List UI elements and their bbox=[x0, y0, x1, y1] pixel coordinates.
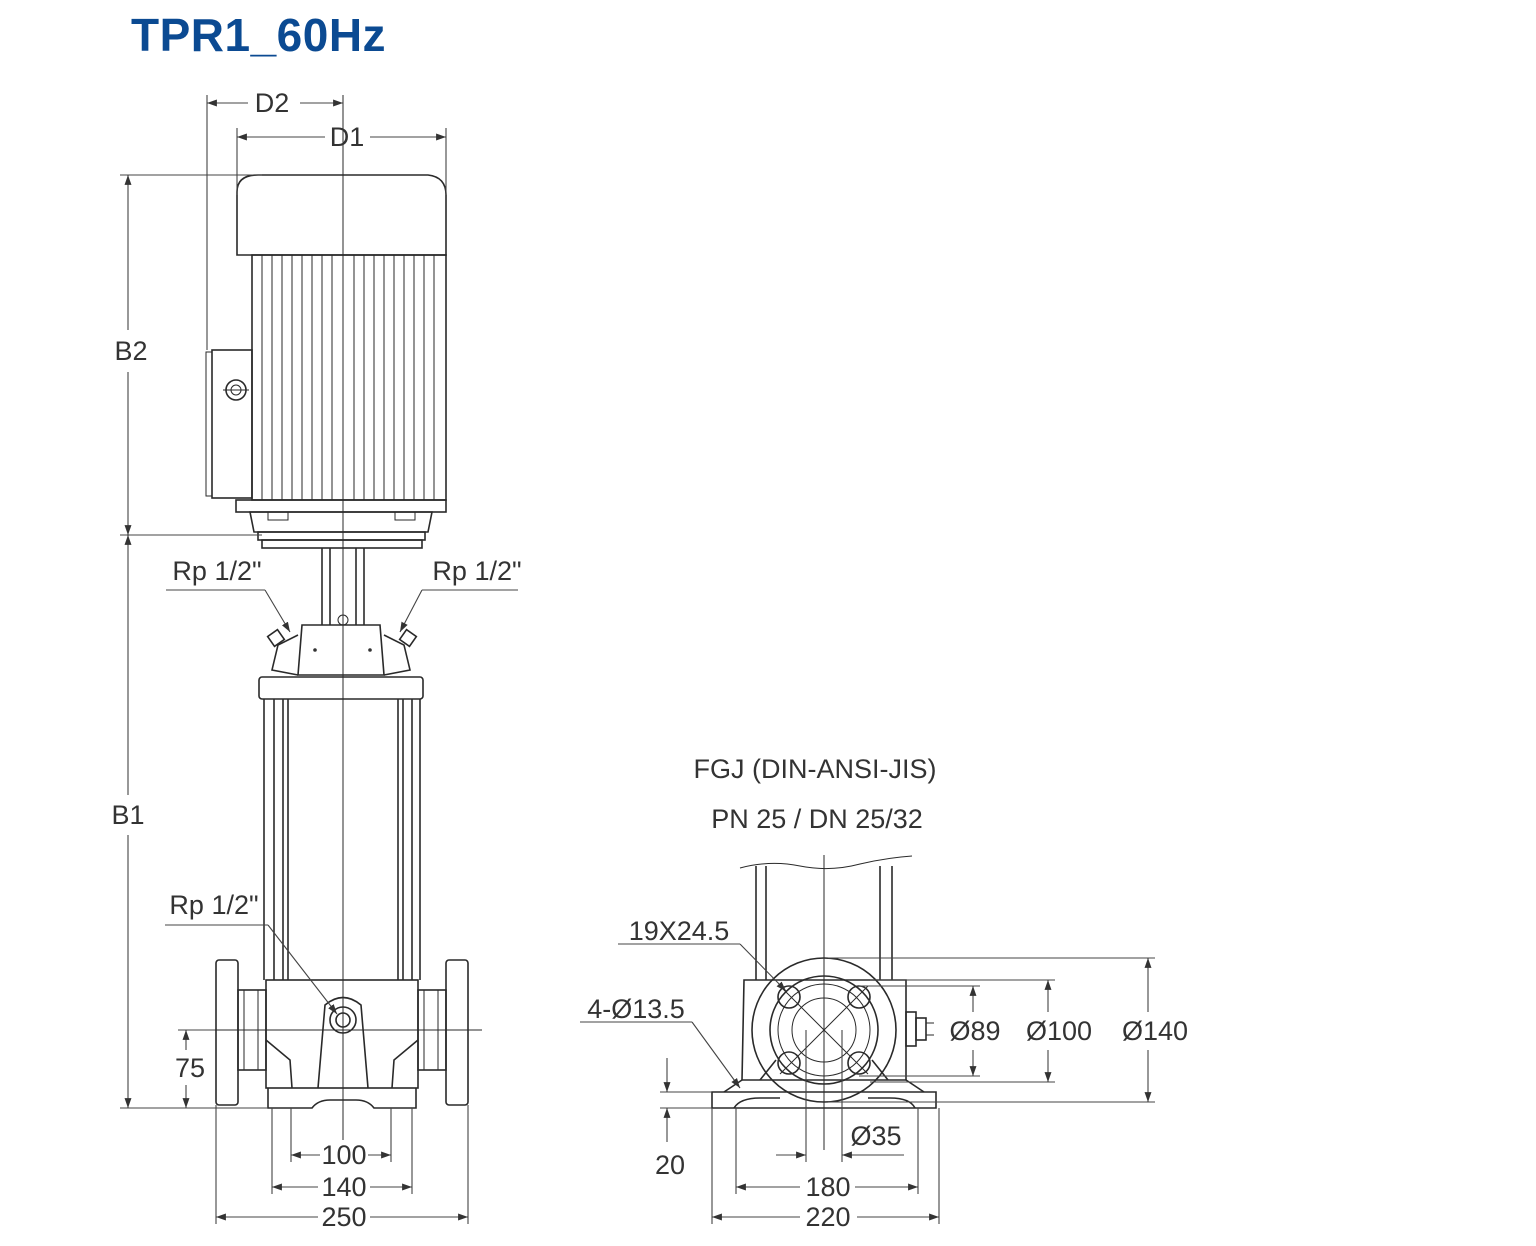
dim-d1: D1 bbox=[236, 122, 447, 195]
dim-d140: Ø140 bbox=[828, 957, 1188, 1103]
dim-140: 140 bbox=[271, 1108, 413, 1202]
dim-d89: Ø89 bbox=[859, 985, 1001, 1077]
pump-front-view: D2 D1 B2 B1 bbox=[111, 88, 521, 1232]
label-d140: Ø140 bbox=[1122, 1016, 1188, 1046]
label-100: 100 bbox=[321, 1140, 366, 1170]
label-slot: 19X24.5 bbox=[629, 916, 730, 946]
flange-rating-label: PN 25 / DN 25/32 bbox=[711, 804, 923, 834]
terminal-box bbox=[205, 349, 253, 499]
pump-sleeve bbox=[263, 699, 421, 980]
flange-circle bbox=[751, 957, 897, 1103]
label-250: 250 bbox=[321, 1202, 366, 1232]
dim-180: 180 bbox=[735, 1108, 919, 1202]
leader-holes: 4-Ø13.5 bbox=[580, 994, 741, 1089]
label-d2: D2 bbox=[255, 88, 290, 118]
break-line bbox=[739, 855, 913, 870]
dim-75: 75 bbox=[175, 1029, 215, 1108]
dim-220: 220 bbox=[711, 1108, 940, 1232]
dim-b2: B2 bbox=[114, 174, 262, 536]
dim-250: 250 bbox=[215, 1105, 469, 1232]
flange-standard-label: FGJ (DIN-ANSI-JIS) bbox=[694, 754, 937, 784]
motor-body bbox=[251, 254, 447, 501]
dim-100: 100 bbox=[290, 1108, 392, 1170]
dim-d35: Ø35 bbox=[776, 1030, 904, 1162]
pump-base bbox=[205, 959, 482, 1109]
label-rp-right: Rp 1/2" bbox=[432, 556, 521, 586]
label-d100: Ø100 bbox=[1026, 1016, 1092, 1046]
label-rp-bottom: Rp 1/2" bbox=[169, 890, 258, 920]
dim-b1: B1 bbox=[111, 535, 268, 1109]
leader-rp-left: Rp 1/2" bbox=[166, 556, 291, 633]
flange-bolt bbox=[905, 1011, 934, 1047]
motor-flange bbox=[235, 499, 447, 549]
leader-rp-bottom: Rp 1/2" bbox=[165, 890, 338, 1015]
leader-rp-right: Rp 1/2" bbox=[399, 556, 522, 633]
coupling-stool bbox=[321, 548, 365, 625]
label-d35: Ø35 bbox=[850, 1121, 901, 1151]
dim-d2: D2 bbox=[206, 88, 343, 350]
label-b2: B2 bbox=[114, 336, 147, 366]
leader-slot: 19X24.5 bbox=[618, 916, 787, 992]
label-d89: Ø89 bbox=[949, 1016, 1000, 1046]
label-holes: 4-Ø13.5 bbox=[587, 994, 685, 1024]
dim-d100: Ø100 bbox=[870, 979, 1092, 1083]
label-220: 220 bbox=[805, 1202, 850, 1232]
label-d1: D1 bbox=[330, 122, 365, 152]
dim-20: 20 bbox=[655, 1058, 712, 1180]
label-180: 180 bbox=[805, 1172, 850, 1202]
label-rp-left: Rp 1/2" bbox=[172, 556, 261, 586]
flange-side-view: FGJ (DIN-ANSI-JIS) PN 25 / DN 25/32 bbox=[580, 754, 1188, 1232]
pump-head bbox=[258, 614, 424, 700]
motor-cap bbox=[236, 174, 447, 256]
page-title: TPR1_60Hz bbox=[131, 9, 387, 61]
label-75: 75 bbox=[175, 1053, 205, 1083]
label-b1: B1 bbox=[111, 800, 144, 830]
label-140: 140 bbox=[321, 1172, 366, 1202]
label-20: 20 bbox=[655, 1150, 685, 1180]
